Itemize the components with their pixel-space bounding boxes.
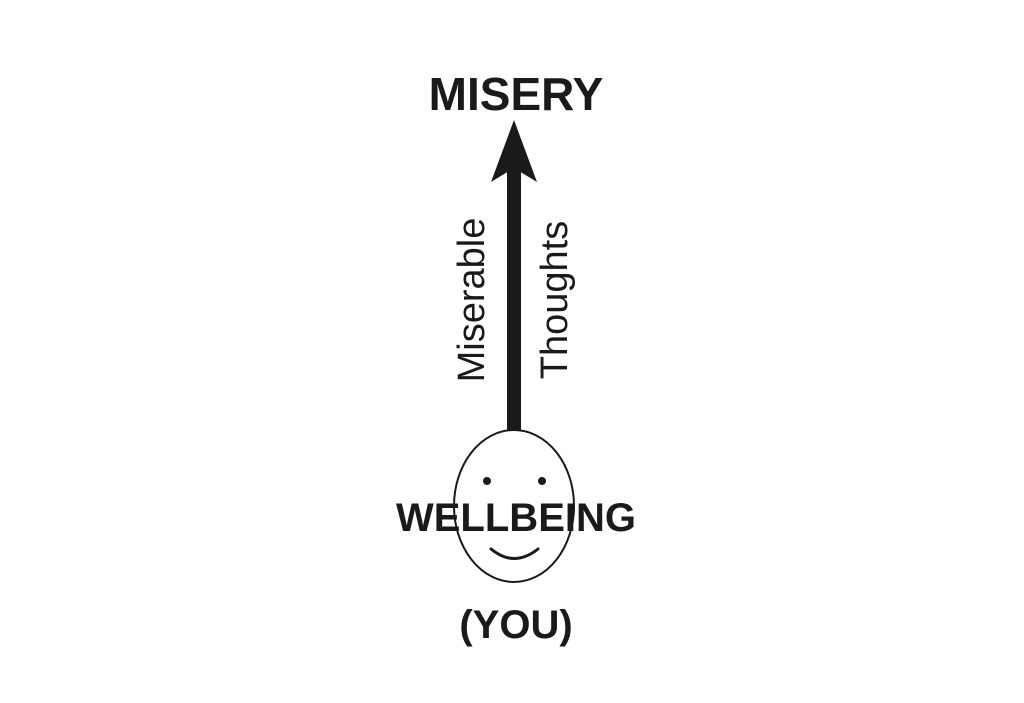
- arrow-head: [491, 120, 537, 182]
- smiley-face: [453, 429, 575, 583]
- arrow-shaft: [507, 160, 521, 434]
- face-outline: [453, 429, 575, 583]
- right-eye: [538, 477, 546, 485]
- smile-mouth: [489, 547, 540, 560]
- wellbeing-label: WELLBEING: [396, 496, 636, 540]
- thoughts-label: Thoughts: [534, 221, 576, 379]
- left-eye: [483, 477, 491, 485]
- you-label: (YOU): [459, 603, 572, 647]
- miserable-label: Miserable: [451, 218, 493, 383]
- misery-label: MISERY: [429, 68, 604, 120]
